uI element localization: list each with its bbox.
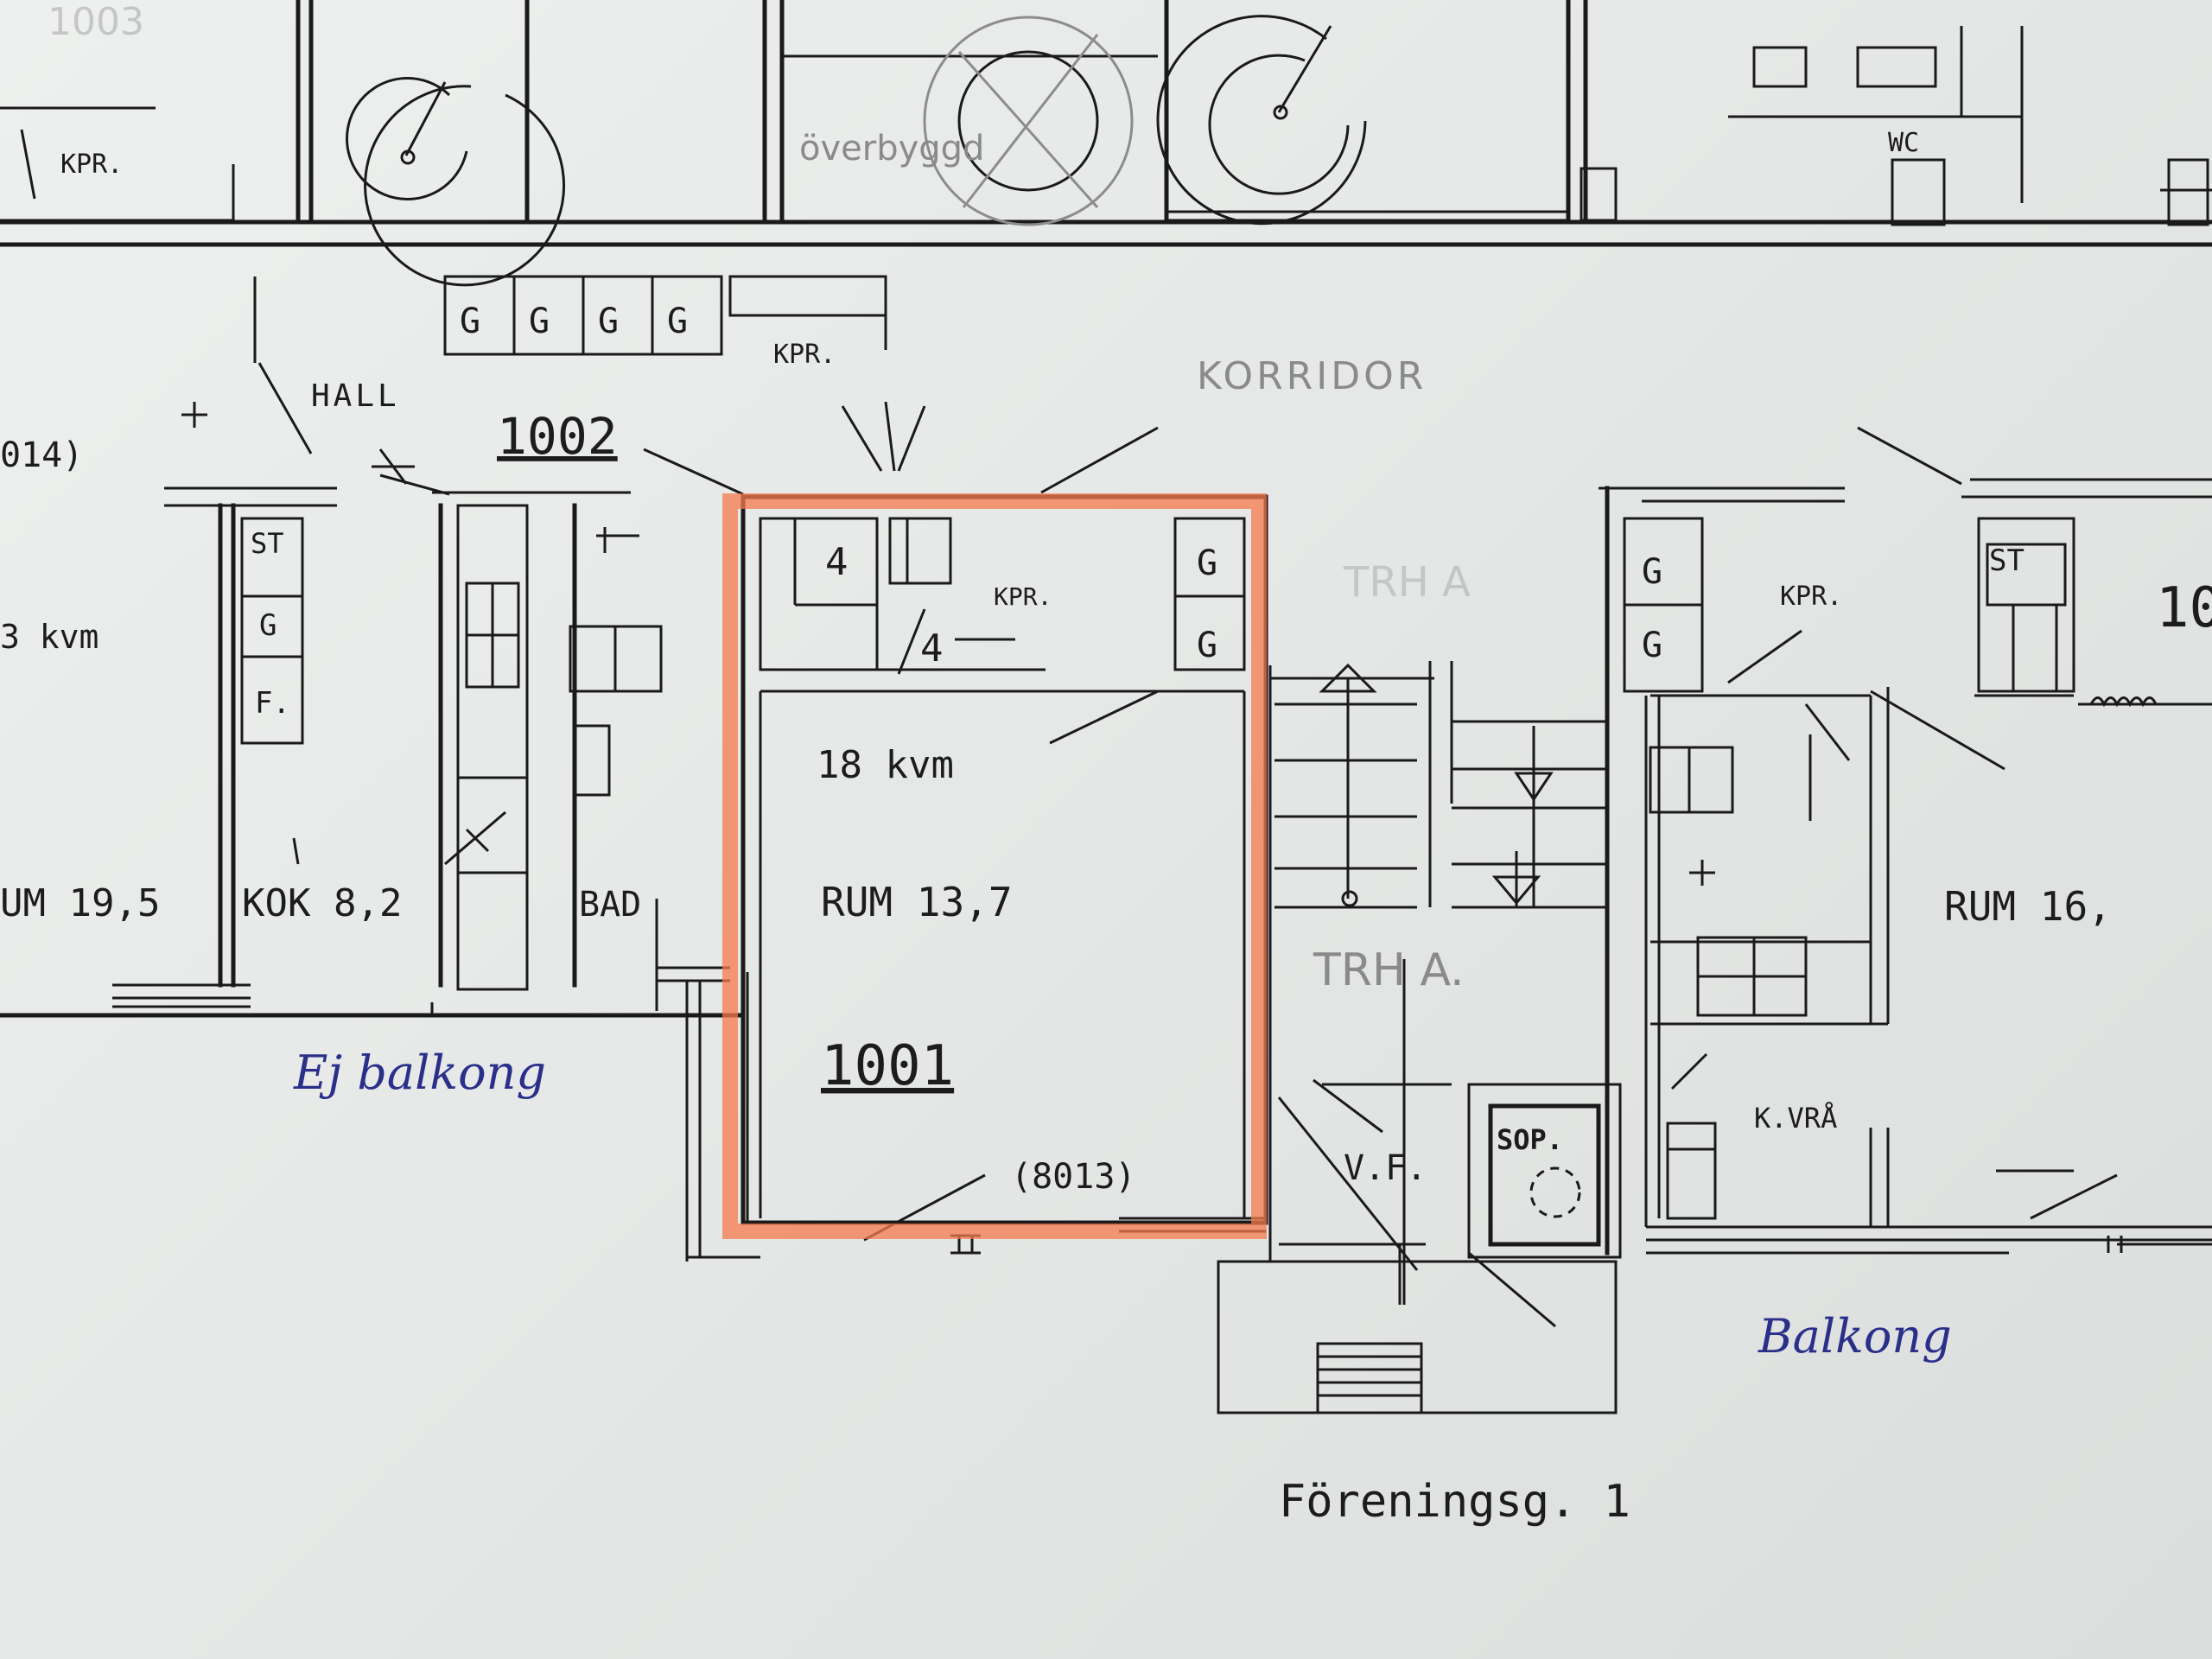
address-label: Föreningsg. 1 xyxy=(1279,1476,1630,1528)
vf-label: V.F. xyxy=(1344,1148,1427,1188)
code-left-label: 014) xyxy=(0,435,83,475)
rum-left-label: UM 19,5 xyxy=(0,881,160,925)
round-stair-middle xyxy=(923,16,1134,226)
korridor-label: KORRIDOR xyxy=(1197,354,1427,398)
unit-1002-walls xyxy=(0,402,760,1262)
upper-walls xyxy=(0,0,2212,247)
rum-1001-label: RUM 13,7 xyxy=(821,879,1013,925)
storage-g-2: G xyxy=(529,302,550,341)
wc-label: WC xyxy=(1888,128,1919,158)
text-labels: 1003 KPR. överbyggd WC G G G G KPR. KORR… xyxy=(0,0,2212,1528)
unit-1002-label: 1002 xyxy=(497,407,618,466)
kpr-unit-label: KPR. xyxy=(994,582,1052,611)
unit-1001-label: 1001 xyxy=(821,1034,954,1098)
sop-label: SOP. xyxy=(1497,1123,1563,1156)
trh-a-faint-label: TRH A xyxy=(1343,558,1471,607)
unit-right-walls xyxy=(1599,426,2212,1255)
overbyggd-label: överbyggd xyxy=(799,129,984,168)
stair-hall xyxy=(1217,661,1622,1414)
f-left-label: F. xyxy=(255,686,290,721)
k-vra-label: K.VRÅ xyxy=(1754,1102,1837,1135)
unit-1001-highlight[interactable] xyxy=(722,493,1267,1239)
num-4-a: 4 xyxy=(825,540,849,584)
g-unit-2: G xyxy=(1197,626,1217,665)
kpr-hall-label: KPR. xyxy=(773,340,836,370)
balkong-label: Balkong xyxy=(1758,1309,1952,1363)
area-1001-label: 18 kvm xyxy=(817,743,954,787)
storage-g-1: G xyxy=(460,302,480,341)
g-unit-1: G xyxy=(1197,543,1217,583)
code-8013-label: (8013) xyxy=(1011,1157,1136,1197)
ej-balkong-label: Ej balkong xyxy=(293,1046,546,1100)
round-stair-left xyxy=(346,77,566,287)
g-right-1: G xyxy=(1642,552,1662,592)
unit-1003-faint-label: 1003 xyxy=(48,0,144,44)
storage-g-3: G xyxy=(598,302,619,341)
rum-right-label: RUM 16, xyxy=(1944,883,2112,930)
num-4-b: 4 xyxy=(920,626,944,671)
kok-left-label: KOK 8,2 xyxy=(242,881,402,925)
kpr-right-label: KPR. xyxy=(1780,582,1842,612)
storage-row xyxy=(253,275,887,454)
g-right-2: G xyxy=(1642,626,1662,665)
storage-g-4: G xyxy=(667,302,688,341)
right-edge-10-label: 10 xyxy=(2156,576,2212,640)
hall-label: HALL xyxy=(311,378,400,414)
st-left-label: ST xyxy=(251,527,284,560)
st-right-label: ST xyxy=(1989,543,2024,578)
bad-label: BAD xyxy=(579,885,641,925)
area-left-label: 3 kvm xyxy=(0,618,99,656)
trh-a-label: TRH A. xyxy=(1313,944,1465,996)
round-stair-right xyxy=(1156,15,1367,226)
g-left-label: G xyxy=(259,608,276,643)
kpr-top-left-label: KPR. xyxy=(60,149,123,180)
wc-fixtures xyxy=(1580,26,2212,226)
